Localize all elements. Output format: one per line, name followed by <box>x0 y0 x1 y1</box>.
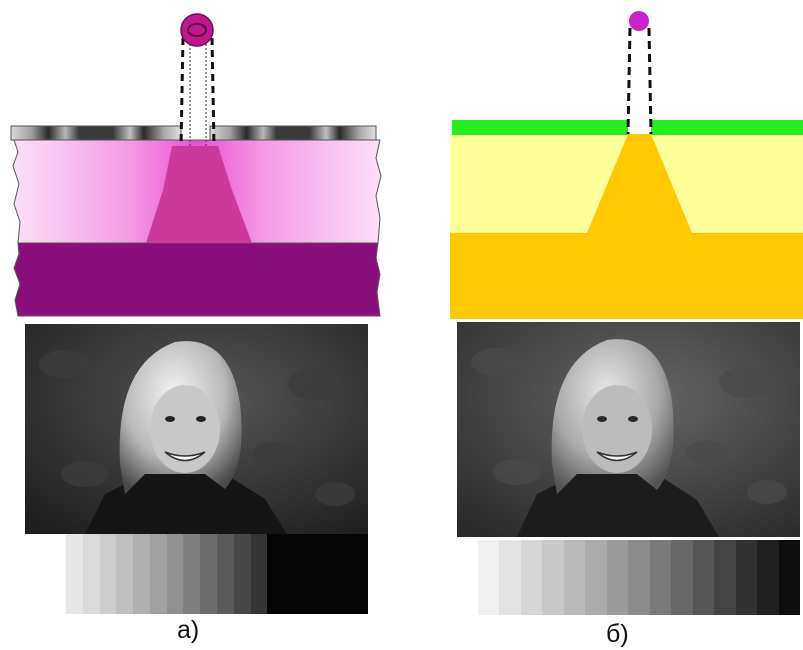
gray-step <box>351 534 369 614</box>
gray-step <box>300 534 318 614</box>
gray-step <box>250 534 268 614</box>
circle-stylus-icon <box>629 11 649 31</box>
circle-stylus-icon <box>180 13 214 47</box>
mound-b <box>587 134 692 233</box>
gray-step <box>267 534 285 614</box>
gray-step <box>334 534 352 614</box>
gray-step <box>133 534 150 614</box>
gray-step <box>149 534 167 614</box>
panel-b-cross-section <box>450 11 803 319</box>
gray-step <box>542 540 564 615</box>
gray-step <box>317 534 335 614</box>
mask-strip-a-right <box>209 125 377 141</box>
gray-step <box>606 540 629 615</box>
gray-step <box>563 540 586 615</box>
gray-step <box>66 534 83 614</box>
gray-step <box>585 540 607 615</box>
gray-step <box>692 540 715 615</box>
gray-scale-wedge-a <box>66 534 369 614</box>
portrait-photo-icon <box>457 322 800 537</box>
portrait-photo-icon <box>25 324 368 534</box>
stylus-b-shaft-left <box>626 27 632 135</box>
mask-strip-a-left <box>10 125 182 141</box>
gray-step <box>520 540 543 615</box>
gray-step <box>217 534 234 614</box>
portrait-photo-b <box>457 322 800 537</box>
caption-a: а) <box>177 616 200 644</box>
gray-step <box>499 540 521 615</box>
gray-step <box>233 534 251 614</box>
gray-step <box>671 540 693 615</box>
portrait-photo-a <box>25 324 368 534</box>
gray-step <box>478 540 500 615</box>
stylus-b-shaft-right <box>647 27 653 135</box>
gray-scale-wedge-b <box>478 540 801 615</box>
gray-step <box>183 534 201 614</box>
panel-a-cross-section <box>10 13 382 317</box>
stylus-shaft-outer-right <box>210 37 216 147</box>
substrate-layer-a <box>13 242 381 317</box>
gray-step <box>284 534 301 614</box>
gray-step <box>99 534 117 614</box>
gray-step <box>778 540 801 615</box>
substrate-layer-b <box>450 233 803 319</box>
gray-step <box>166 534 184 614</box>
mask-strip-b-left <box>452 120 628 135</box>
gray-step <box>757 540 779 615</box>
gray-step <box>714 540 736 615</box>
gray-step <box>649 540 672 615</box>
gray-step <box>82 534 100 614</box>
mask-strip-b-right <box>651 120 803 135</box>
gray-step <box>116 534 134 614</box>
gray-step <box>200 534 218 614</box>
mound-a <box>146 146 252 243</box>
caption-b: б) <box>606 620 629 648</box>
gray-step <box>628 540 650 615</box>
gray-step <box>735 540 758 615</box>
stylus-shaft-outer-left <box>179 37 185 147</box>
